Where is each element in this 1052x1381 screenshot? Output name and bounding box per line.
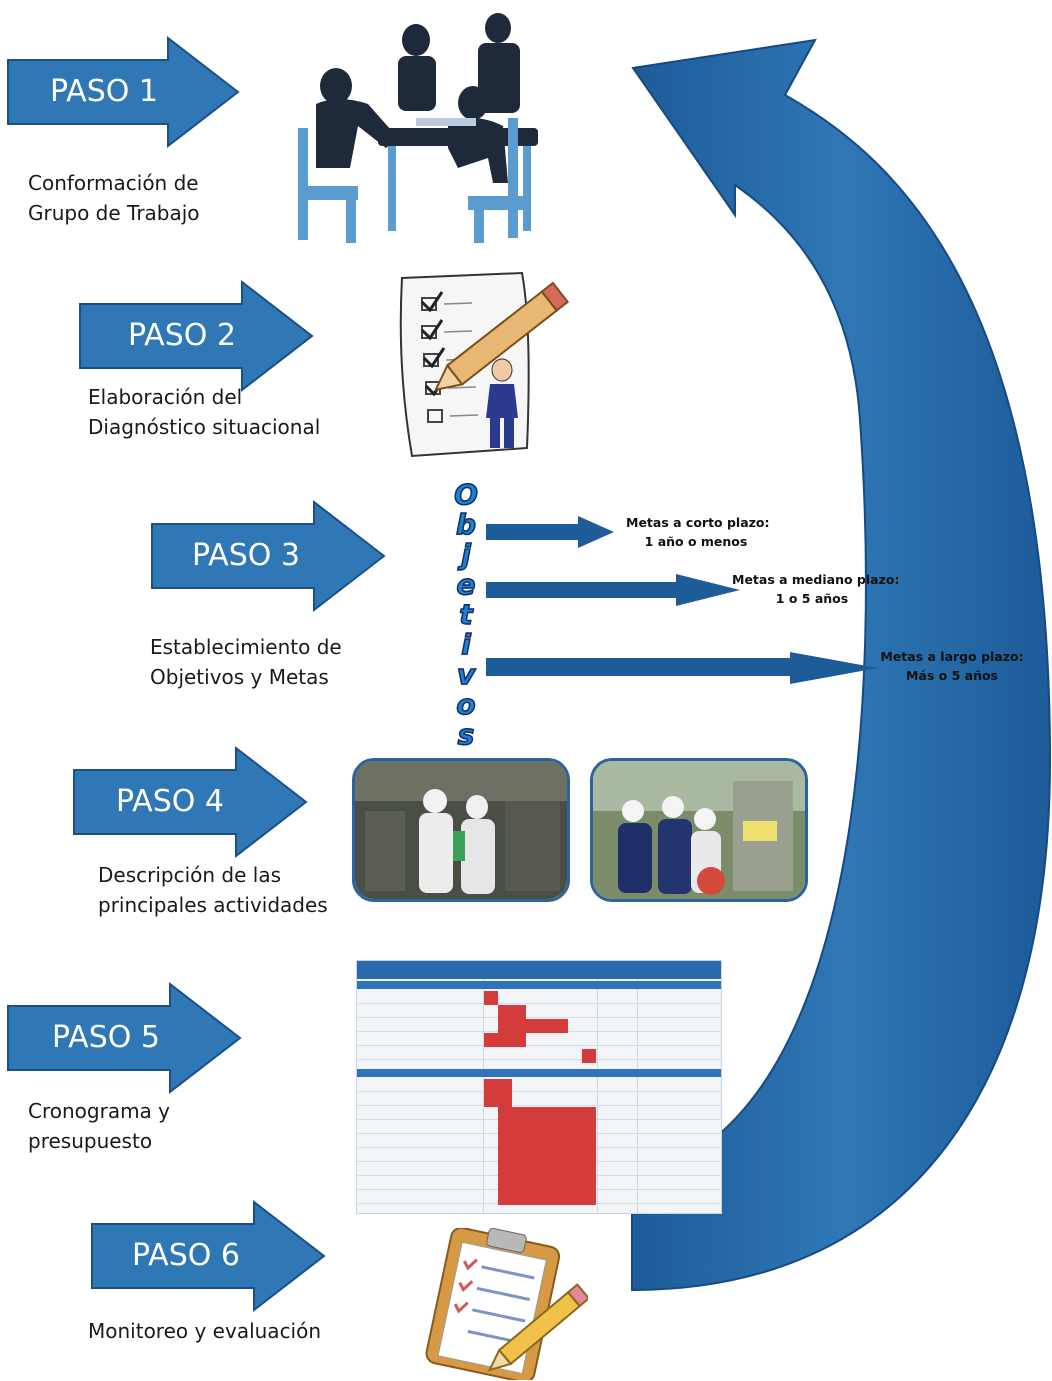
step-4-arrow: PASO 4 [73,745,308,859]
step-arrow-shape [79,279,314,393]
step-3-description: Establecimiento de Objetivos y Metas [150,632,342,692]
sheet-section-band [357,1069,721,1077]
step-2-arrow: PASO 2 [79,279,314,393]
desc-line: principales actividades [98,893,328,917]
workers-photo-2 [590,758,808,902]
step-arrow-shape [7,35,240,149]
objetivos-letter: t [459,598,474,631]
desc-line: Grupo de Trabajo [28,201,200,225]
goal-period: 1 o 5 años [775,591,849,606]
sheet-row [357,1079,721,1092]
step-arrow-shape [73,745,308,859]
desc-line: Monitoreo y evaluación [88,1319,322,1343]
step-6-description: Monitoreo y evaluación [88,1316,321,1346]
gantt-cell [484,1079,512,1107]
step-6-arrow: PASO 6 [91,1199,326,1313]
sheet-col [597,979,598,1213]
goal-title: Metas a corto plazo: [626,515,770,530]
objetivos-letter: O [453,478,478,511]
sheet-col [483,979,484,1213]
sheet-section-band [357,981,721,989]
step-2-label: PASO 2 [128,318,236,353]
step-arrow-shape [91,1199,326,1313]
objetivos-letter: s [457,718,475,751]
objetivos-letter: o [456,688,477,721]
gantt-cell [484,991,498,1005]
step-4-description: Descripción de las principales actividad… [98,860,328,920]
clipboard-pencil-icon [425,1228,588,1380]
desc-line: Elaboración del [88,385,243,409]
sheet-row [357,1033,721,1046]
desc-line: presupuesto [28,1129,153,1153]
desc-line: Conformación de [28,171,199,195]
objetivos-letter: e [456,568,477,601]
desc-line: Descripción de las [98,863,282,887]
gantt-cell [526,1019,568,1033]
gantt-cell [498,1005,526,1033]
step-3-arrow: PASO 3 [151,499,386,613]
medium-term-arrow-icon [486,574,740,606]
sheet-row [357,1093,721,1106]
sheet-row [357,1005,721,1018]
step-arrow-shape [151,499,386,613]
goal-period: Más o 5 años [905,668,999,683]
sheet-col [637,979,638,1213]
step-5-description: Cronograma y presupuesto [28,1096,170,1156]
desc-line: Diagnóstico situacional [88,415,321,439]
schedule-spreadsheet-icon [356,960,722,1214]
goal-title: Metas a mediano plazo: [732,572,900,587]
long-term-arrow-icon [486,652,878,684]
goal-period: 1 año o menos [644,534,748,549]
objetivos-letter: b [455,508,477,541]
meeting-people-icon [298,13,538,243]
objetivos-letter: i [460,628,471,661]
step-3-label: PASO 3 [192,538,300,573]
workers-photo-1 [352,758,570,902]
step-1-label: PASO 1 [50,74,158,109]
step-arrow-shape [7,981,242,1095]
step-6-label: PASO 6 [132,1238,240,1273]
short-term-arrow-icon [486,516,614,548]
checklist-pencil-icon [399,271,570,458]
objetivos-letter: j [460,538,471,571]
goal-long-term: Metas a largo plazo: Más o 5 años [880,647,1024,685]
desc-line: Objetivos y Metas [150,665,329,689]
sheet-row [357,991,721,1004]
desc-line: Establecimiento de [150,635,342,659]
step-5-arrow: PASO 5 [7,981,242,1095]
goal-short-term: Metas a corto plazo: 1 año o menos [626,513,770,551]
gantt-cell [484,1033,526,1047]
gantt-cell [498,1107,596,1205]
goal-title: Metas a largo plazo: [880,649,1024,664]
step-5-label: PASO 5 [52,1020,160,1055]
desc-line: Cronograma y [28,1099,171,1123]
step-1-arrow: PASO 1 [7,35,240,149]
sheet-row [357,1047,721,1060]
objetivos-vertical-word: O b j e t i v o s [446,478,486,751]
goal-medium-term: Metas a mediano plazo: 1 o 5 años [732,570,900,608]
step-2-description: Elaboración del Diagnóstico situacional [88,382,320,442]
gantt-cell [582,1049,596,1063]
step-1-description: Conformación de Grupo de Trabajo [28,168,200,228]
step-4-label: PASO 4 [116,784,224,819]
objetivos-letter: v [456,658,476,691]
sheet-header [357,961,721,979]
